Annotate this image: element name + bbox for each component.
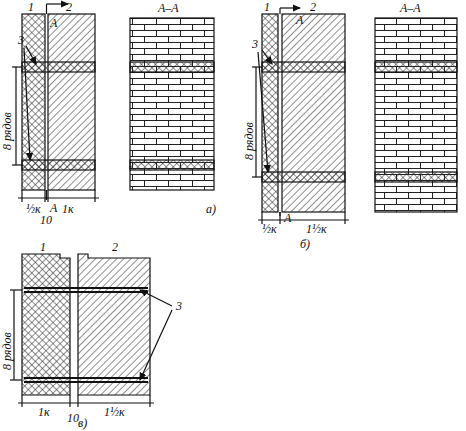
callout-number: 10 [40,214,52,226]
drawing-label: 1½к [306,223,327,235]
callout-number: 2 [66,1,72,13]
callout-number: 2 [310,1,316,13]
drawing-label: б) [300,238,310,250]
drawing-label: в) [78,417,87,429]
wall-section-a [12,4,99,202]
wall-section-b [252,8,349,224]
callout-number: 1 [28,1,34,13]
drawing-label: А [296,14,303,26]
callout-number: 1 [40,241,46,253]
drawing-label: А–А [158,2,179,14]
drawing-label: ½к [262,223,277,235]
drawing-label: А [284,212,291,224]
drawing-label: А–А [400,2,421,14]
drawing-label: А [50,17,57,29]
drawing-label: А [50,202,57,214]
drawing-label: 8 рядов [1,332,13,370]
callout-number: 2 [112,241,118,253]
drawing-label: 8 рядов [243,122,255,160]
callout-number: 3 [252,38,258,50]
drawing-label: а) [206,203,216,215]
callout-number: 1 [264,1,270,13]
drawing-label: 1к [38,406,50,418]
callout-number: 3 [176,300,182,312]
elevation-b [375,18,457,212]
wall-section-c [10,254,172,407]
drawing-label: 8 рядов [1,112,13,150]
callout-number: 10 [67,412,79,424]
drawing-label: 1½к [104,406,125,418]
callout-number: 3 [18,34,24,46]
elevation-a [130,18,214,190]
drawing-label: 1к [62,203,74,215]
drawing-label: ½к [26,203,41,215]
